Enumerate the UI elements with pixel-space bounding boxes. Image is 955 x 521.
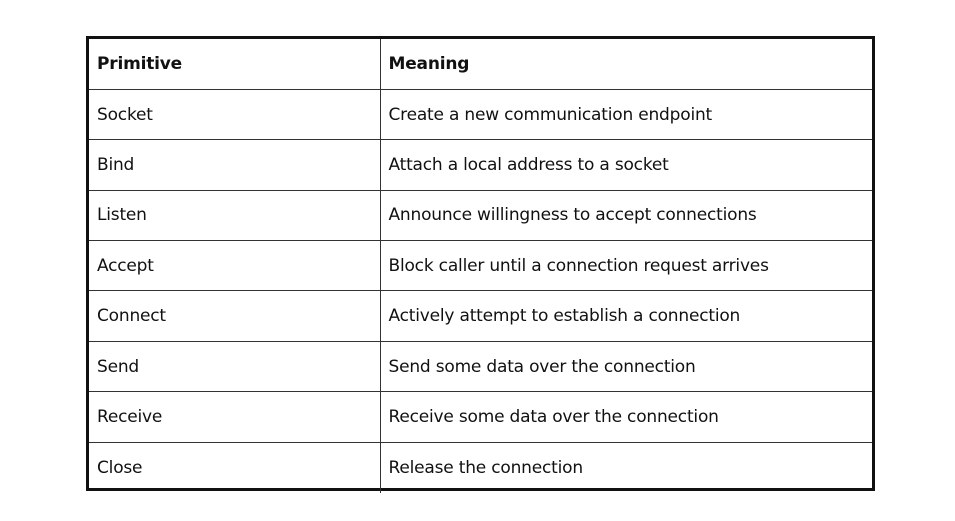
- header-meaning: Meaning: [379, 39, 872, 90]
- meaning-cell: Release the connection: [379, 441, 872, 493]
- meaning-cell: Receive some data over the connection: [379, 391, 872, 443]
- table-row: Connect Actively attempt to establish a …: [89, 290, 872, 342]
- meaning-cell: Send some data over the connection: [379, 340, 872, 393]
- primitive-cell: Receive: [89, 391, 381, 443]
- table-header-row: Primitive Meaning: [89, 39, 872, 90]
- meaning-cell: Create a new communication endpoint: [379, 88, 872, 141]
- primitive-cell: Connect: [89, 290, 381, 342]
- primitives-table-container: Primitive Meaning Socket Create a new co…: [86, 36, 875, 493]
- meaning-cell: Attach a local address to a socket: [379, 139, 872, 191]
- header-primitive: Primitive: [89, 39, 381, 90]
- primitives-table: Primitive Meaning Socket Create a new co…: [89, 39, 872, 493]
- table-row: Bind Attach a local address to a socket: [89, 139, 872, 191]
- table-row: Socket Create a new communication endpoi…: [89, 88, 872, 141]
- table-row: Close Release the connection: [89, 441, 872, 493]
- primitive-cell: Socket: [89, 88, 381, 141]
- primitive-cell: Close: [89, 441, 381, 493]
- primitive-cell: Bind: [89, 139, 381, 191]
- meaning-cell: Block caller until a connection request …: [379, 240, 872, 292]
- table-row: Send Send some data over the connection: [89, 340, 872, 393]
- primitive-cell: Send: [89, 340, 381, 393]
- primitive-cell: Listen: [89, 189, 381, 242]
- primitive-cell: Accept: [89, 240, 381, 292]
- table-row: Listen Announce willingness to accept co…: [89, 189, 872, 242]
- meaning-cell: Actively attempt to establish a connecti…: [379, 290, 872, 342]
- table-row: Receive Receive some data over the conne…: [89, 391, 872, 443]
- table-row: Accept Block caller until a connection r…: [89, 240, 872, 292]
- meaning-cell: Announce willingness to accept connectio…: [379, 189, 872, 242]
